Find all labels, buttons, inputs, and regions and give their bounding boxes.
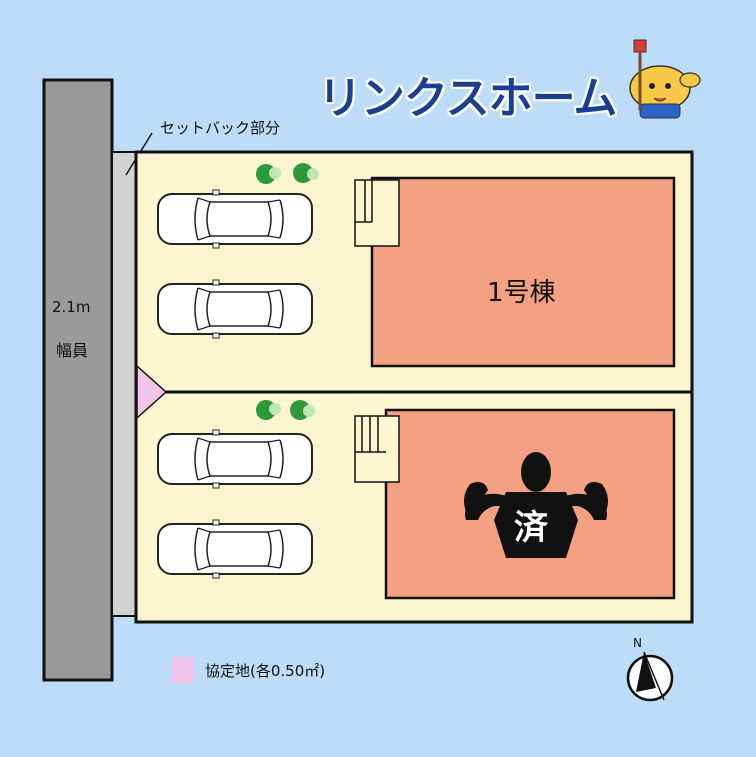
building-1-label: 1号棟 — [487, 278, 556, 308]
agreement-area — [136, 364, 168, 420]
sold-figure-icon — [464, 452, 608, 558]
road — [42, 78, 114, 682]
brand-logo: リンクスホーム — [318, 73, 617, 124]
legend-label: 協定地(各0.50㎡) — [205, 662, 326, 680]
shrubs-lot-1 — [256, 163, 319, 184]
road-width-label: 2.1m — [52, 298, 91, 316]
entrance-steps-2 — [354, 415, 400, 483]
mascot-icon — [629, 39, 701, 119]
parking-car — [157, 519, 313, 579]
sold-label: 済 — [514, 508, 548, 548]
legend-swatch — [172, 657, 194, 683]
entrance-steps-1 — [354, 179, 400, 247]
setback-strip — [111, 151, 137, 617]
compass-icon — [626, 651, 674, 702]
parking-car — [157, 279, 313, 339]
road-label: 幅員 — [56, 341, 89, 360]
parking-car — [157, 429, 313, 489]
shrubs-lot-2 — [256, 400, 315, 420]
building-1 — [370, 176, 676, 368]
compass-north-label: N — [633, 636, 642, 650]
setback-label: セットバック部分 — [160, 119, 281, 137]
parking-car — [157, 189, 313, 249]
